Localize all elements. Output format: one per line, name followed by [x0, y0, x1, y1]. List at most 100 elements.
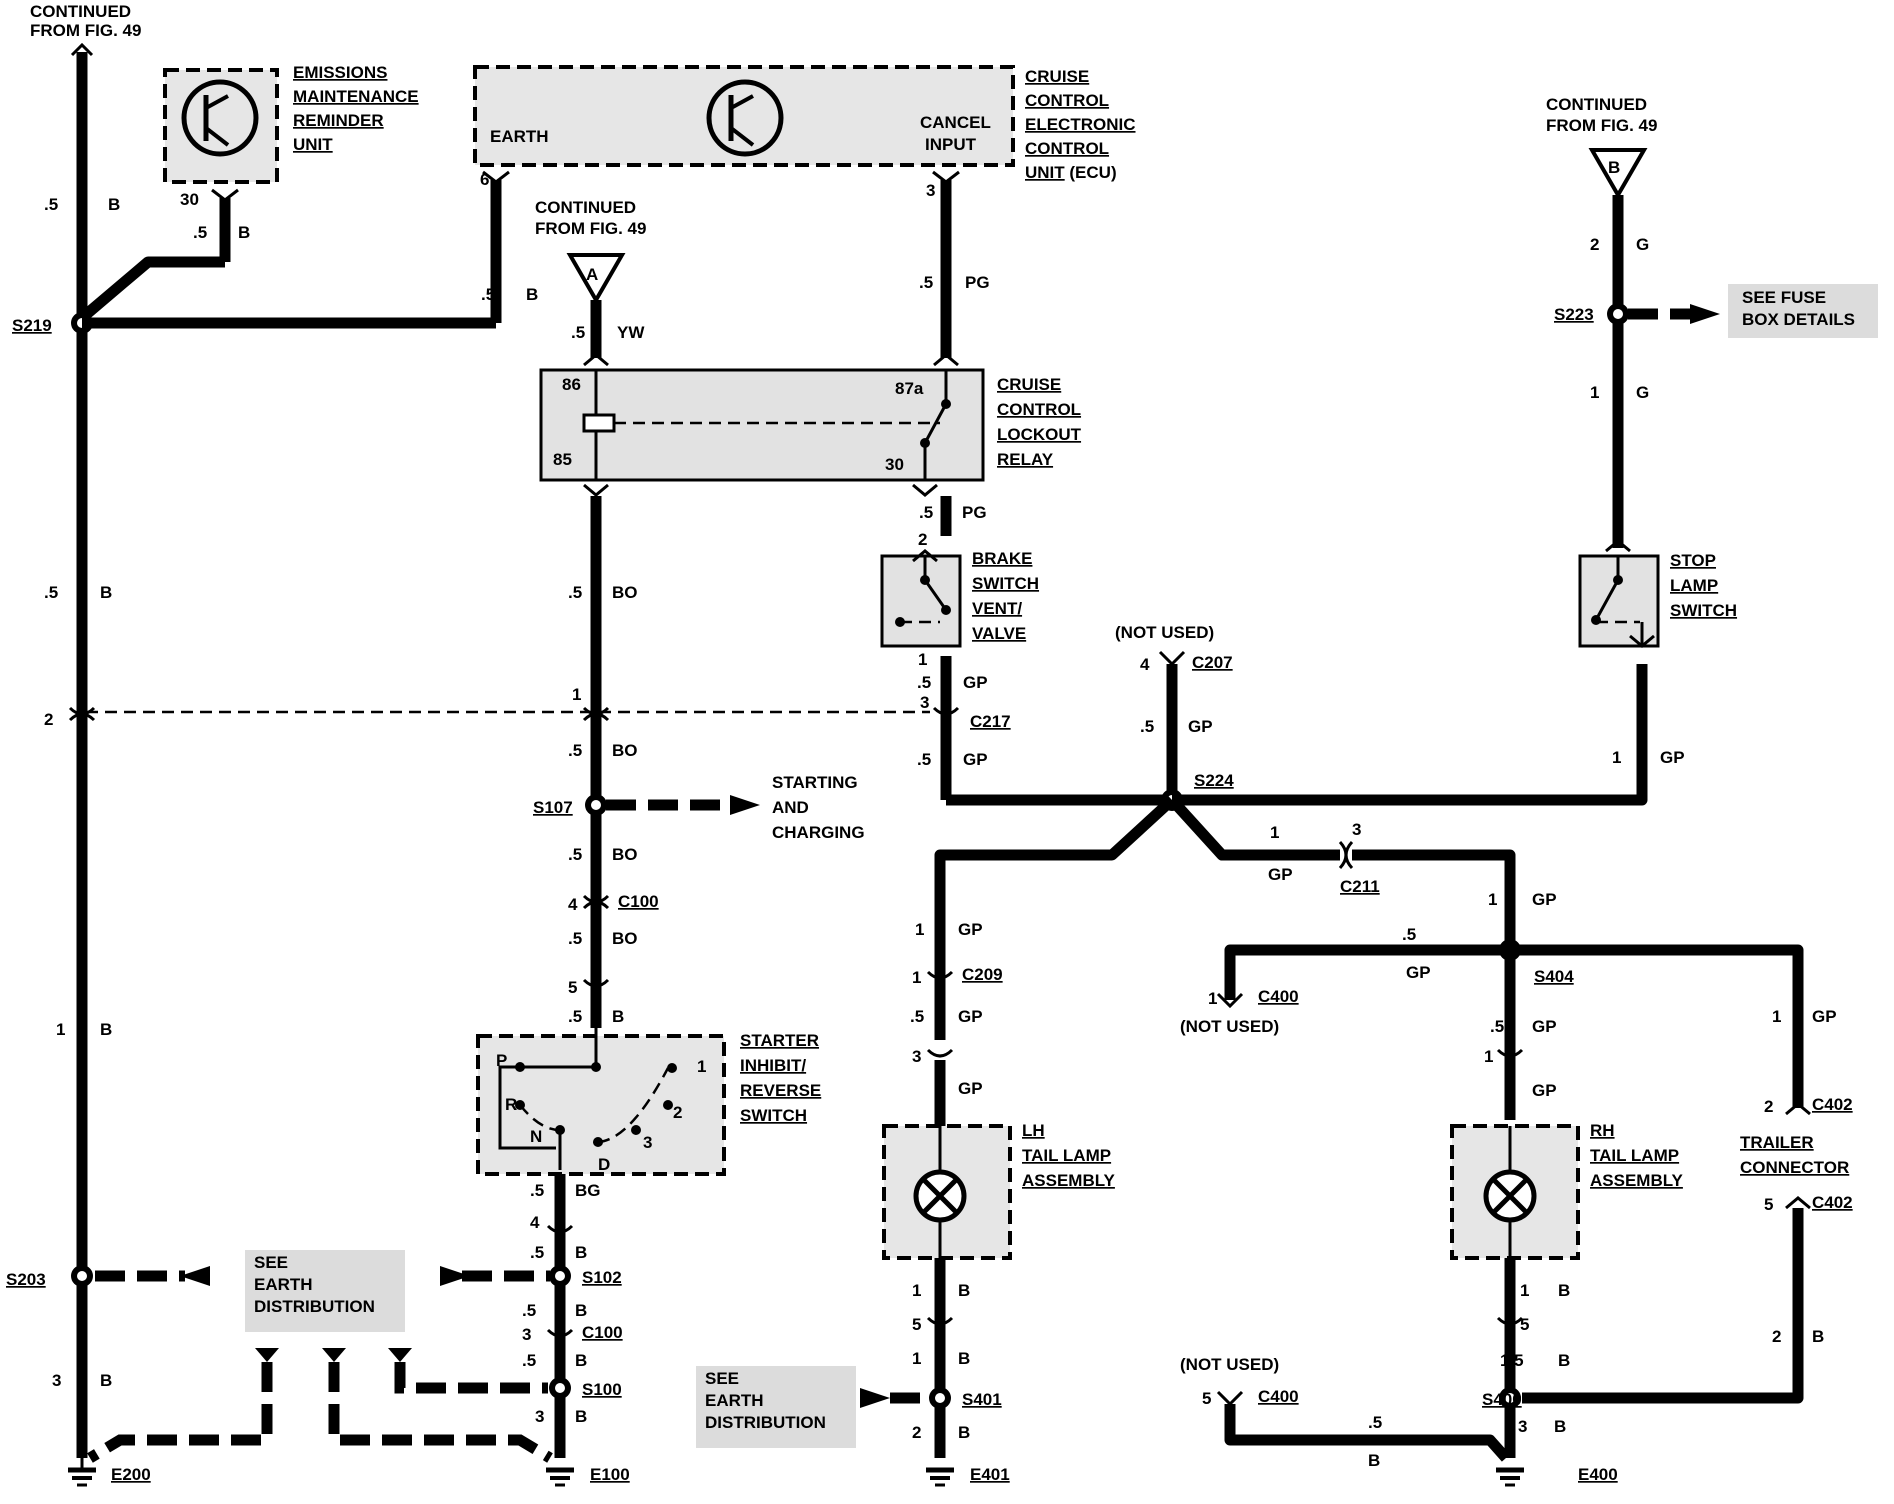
svg-text:4: 4	[530, 1213, 540, 1232]
svg-text:.5: .5	[919, 503, 933, 522]
svg-text:B: B	[100, 1020, 112, 1039]
svg-text:5: 5	[1764, 1195, 1773, 1214]
svg-text:GP: GP	[958, 1007, 983, 1026]
svg-text:1: 1	[1484, 1047, 1493, 1066]
ground-E200: E200	[111, 1465, 151, 1484]
svg-text:1: 1	[1772, 1007, 1781, 1026]
svg-text:30: 30	[885, 455, 904, 474]
svg-text:GP: GP	[1268, 865, 1293, 884]
svg-text:C209: C209	[962, 965, 1003, 984]
svg-text:3: 3	[52, 1371, 61, 1390]
svg-text:GP: GP	[1532, 890, 1557, 909]
svg-text:.5: .5	[530, 1243, 544, 1262]
svg-text:2: 2	[1590, 235, 1599, 254]
svg-text:3: 3	[643, 1133, 652, 1152]
svg-text:BO: BO	[612, 741, 638, 760]
svg-text:3: 3	[926, 181, 935, 200]
svg-text:4: 4	[568, 895, 578, 914]
svg-text:B: B	[575, 1407, 587, 1426]
svg-text:5: 5	[1202, 1389, 1211, 1408]
svg-text:.5: .5	[568, 583, 582, 602]
svg-text:.5: .5	[1140, 717, 1154, 736]
svg-text:1: 1	[1270, 823, 1279, 842]
splice-S100: S100	[582, 1380, 622, 1399]
svg-text:5: 5	[1520, 1315, 1529, 1334]
svg-text:C100: C100	[618, 892, 659, 911]
svg-text:2: 2	[1772, 1327, 1781, 1346]
svg-text:B: B	[1608, 158, 1620, 177]
svg-text:2: 2	[1764, 1097, 1773, 1116]
svg-text:1: 1	[697, 1057, 706, 1076]
svg-text:G: G	[1636, 235, 1649, 254]
svg-text:4: 4	[1140, 655, 1150, 674]
svg-text:GP: GP	[1532, 1017, 1557, 1036]
svg-text:.5: .5	[44, 195, 58, 214]
svg-text:GP: GP	[1188, 717, 1213, 736]
svg-text:P: P	[496, 1051, 507, 1070]
svg-text:BO: BO	[612, 583, 638, 602]
svg-text:C217: C217	[970, 712, 1011, 731]
svg-text:3: 3	[1518, 1417, 1527, 1436]
svg-text:R: R	[505, 1095, 517, 1114]
svg-text:.5: .5	[917, 673, 931, 692]
svg-text:.5: .5	[910, 1007, 924, 1026]
splice-S203: S203	[6, 1270, 46, 1289]
svg-text:PG: PG	[965, 273, 990, 292]
svg-text:3: 3	[522, 1325, 531, 1344]
svg-text:6: 6	[480, 170, 489, 189]
svg-text:C100: C100	[582, 1323, 623, 1342]
svg-text:1: 1	[572, 685, 581, 704]
svg-text:2: 2	[912, 1423, 921, 1442]
svg-text:.5: .5	[522, 1301, 536, 1320]
svg-text:BG: BG	[575, 1181, 601, 1200]
svg-text:2: 2	[918, 530, 927, 549]
svg-text:GP: GP	[958, 1079, 983, 1098]
svg-text:1: 1	[912, 1349, 921, 1368]
svg-text:B: B	[1812, 1327, 1824, 1346]
svg-text:1: 1	[918, 650, 927, 669]
svg-text:YW: YW	[617, 323, 645, 342]
ground-E401: E401	[970, 1465, 1010, 1484]
svg-text:B: B	[526, 285, 538, 304]
ground-E100: E100	[590, 1465, 630, 1484]
svg-text:1: 1	[1208, 989, 1217, 1008]
svg-text:C211: C211	[1340, 877, 1380, 896]
svg-text:.5: .5	[530, 1181, 544, 1200]
svg-text:GP: GP	[958, 920, 983, 939]
splice-S401: S401	[962, 1390, 1002, 1409]
svg-text:BO: BO	[612, 845, 638, 864]
svg-text:3: 3	[1352, 820, 1361, 839]
svg-text:C402: C402	[1812, 1193, 1853, 1212]
svg-text:86: 86	[562, 375, 581, 394]
svg-text:GP: GP	[1532, 1081, 1557, 1100]
svg-text:GP: GP	[1660, 748, 1685, 767]
svg-text:1: 1	[915, 920, 924, 939]
svg-text:1.5: 1.5	[1500, 1351, 1524, 1370]
svg-text:C400: C400	[1258, 987, 1299, 1006]
svg-text:A: A	[586, 265, 598, 284]
svg-text:.5: .5	[44, 583, 58, 602]
splice-S102: S102	[582, 1268, 622, 1287]
svg-text:BO: BO	[612, 929, 638, 948]
svg-text:C400: C400	[1258, 1387, 1299, 1406]
svg-text:1: 1	[912, 968, 921, 987]
svg-text:.5: .5	[568, 845, 582, 864]
svg-text:1: 1	[1612, 748, 1621, 767]
svg-text:D: D	[598, 1155, 610, 1174]
svg-text:1: 1	[1488, 890, 1497, 909]
svg-text:.5: .5	[568, 929, 582, 948]
